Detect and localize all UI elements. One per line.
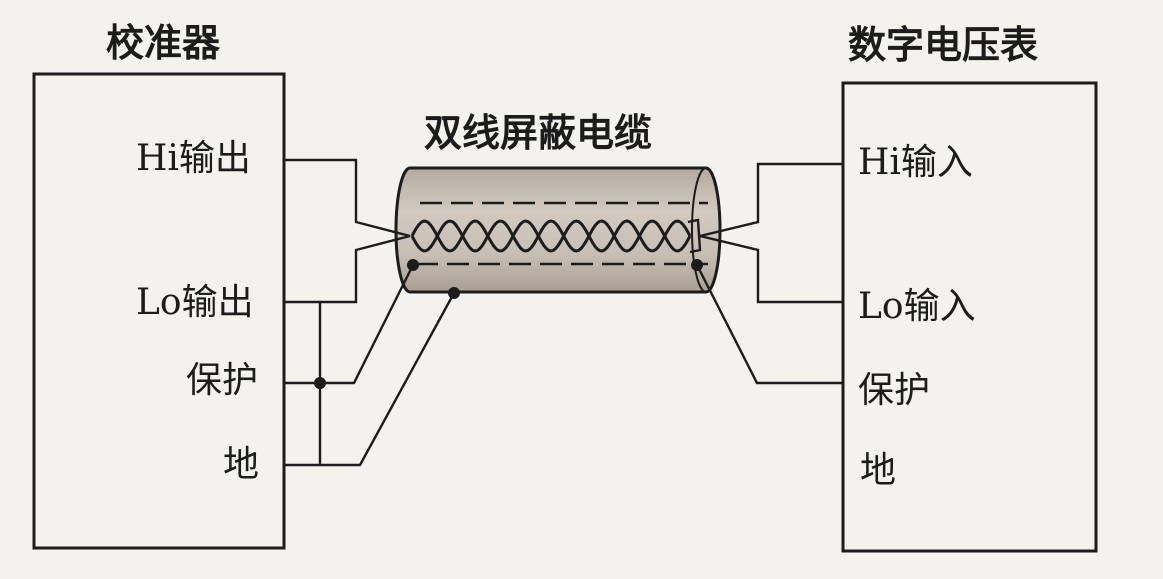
voltmeter-ground-label: 地 <box>860 450 896 491</box>
calibrator-title: 校准器 <box>106 21 221 65</box>
voltmeter-wiring <box>695 162 843 385</box>
voltmeter-title: 数字电压表 <box>848 23 1038 67</box>
ground-wire <box>284 292 456 467</box>
hi-output-wire <box>284 158 411 238</box>
voltmeter-lo-input-label: Lo输入 <box>858 286 976 327</box>
twisted-conductor-a <box>410 219 692 253</box>
voltmeter-box <box>841 81 1098 553</box>
calibrator-lo-output-label: Lo输出 <box>136 282 254 323</box>
twisted-conductor-b <box>410 219 692 253</box>
calibrator-device: 校准器 Hi输出 Lo输出 保护 地 <box>32 21 286 550</box>
guard-wire <box>284 264 415 385</box>
calibrator-wiring <box>284 158 456 467</box>
cable-jacket <box>394 166 722 294</box>
calibrator-guard-label: 保护 <box>186 360 258 401</box>
hi-input-wire <box>699 162 843 238</box>
cable-right-end-curve <box>691 167 707 293</box>
guard-bus-junction <box>314 377 326 389</box>
conductor-right-termination <box>687 218 702 254</box>
shielded-cable <box>394 166 722 299</box>
cable-title: 双线屏蔽电缆 <box>424 111 652 155</box>
voltmeter-guard-label: 保护 <box>858 370 930 411</box>
lo-output-wire <box>284 234 411 304</box>
voltmeter-device: 数字电压表 Hi输入 Lo输入 保护 地 <box>841 23 1098 553</box>
voltmeter-hi-input-label: Hi输入 <box>858 142 973 183</box>
voltmeter-guard-wire <box>695 264 843 385</box>
calibrator-box <box>32 72 286 550</box>
lo-input-wire <box>699 234 843 304</box>
calibrator-hi-output-label: Hi输出 <box>136 138 251 179</box>
calibrator-ground-label: 地 <box>223 444 259 485</box>
